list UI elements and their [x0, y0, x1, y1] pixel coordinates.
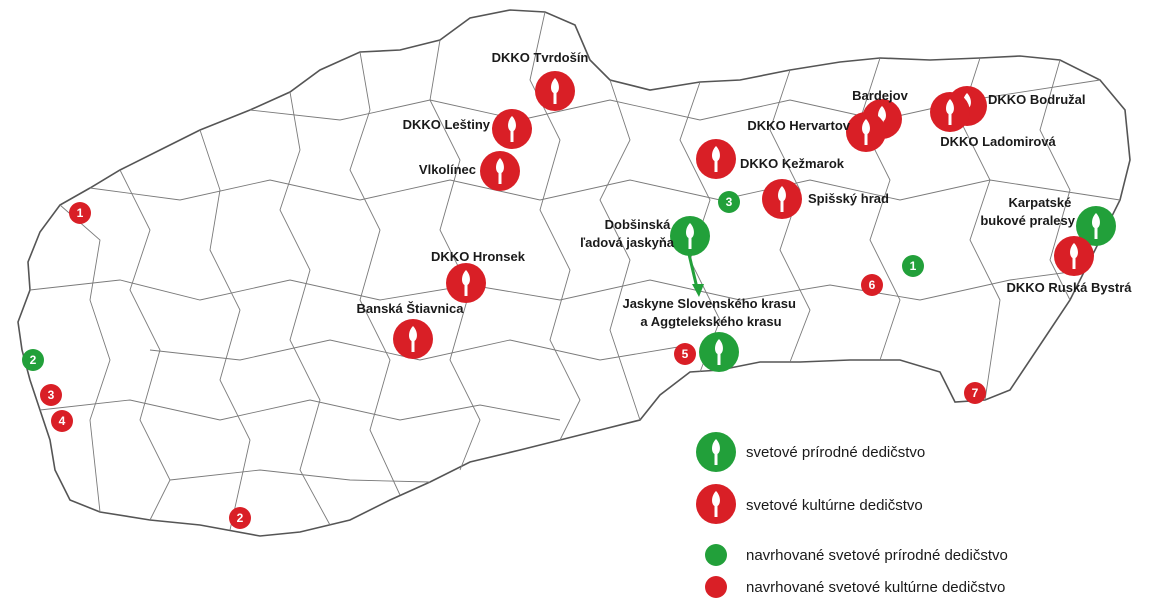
natural-site-karpatske[interactable]: Karpatské bukové pralesy [980, 195, 1116, 246]
site-label: DKKO Bodružal [988, 92, 1086, 107]
cultural-site-kezmarok[interactable]: DKKO Kežmarok [696, 139, 845, 179]
site-label: DKKO Ladomirová [940, 134, 1056, 149]
proposed-natural-3[interactable]: 3 [718, 191, 740, 213]
proposed-number: 3 [726, 195, 733, 209]
legend: svetové prírodné dedičstvo svetové kultú… [696, 432, 1008, 598]
label-line-1: Karpatské [1009, 195, 1072, 210]
site-label: DKKO Tvrdošín [492, 50, 589, 65]
legend-label: navrhované svetové prírodné dedičstvo [746, 547, 1008, 564]
site-label: Karpatské bukové pralesy [980, 195, 1075, 228]
legend-natural: svetové prírodné dedičstvo [696, 432, 925, 472]
site-label: DKKO Kežmarok [740, 156, 845, 171]
cultural-site-hervartov[interactable]: DKKO Hervartov [747, 112, 886, 152]
proposed-number: 2 [237, 511, 244, 525]
cultural-site-ladomirova[interactable]: DKKO Ladomirová [930, 92, 1057, 149]
proposed-cultural-4[interactable]: 4 [51, 410, 73, 432]
proposed-cultural-6[interactable]: 6 [861, 274, 883, 296]
site-label: Bardejov [852, 88, 908, 103]
cultural-site-hronsek[interactable]: DKKO Hronsek [431, 249, 526, 303]
proposed-number: 1 [910, 259, 917, 273]
site-label: Banská Štiavnica [357, 301, 465, 316]
legend-proposed-cultural: navrhované svetové kultúrne dedičstvo [705, 576, 1005, 598]
cultural-site-vlkolinec[interactable]: Vlkolínec [419, 151, 520, 191]
legend-proposed-natural: navrhované svetové prírodné dedičstvo [705, 544, 1008, 566]
dot-marker-icon [705, 544, 727, 566]
proposed-cultural-7[interactable]: 7 [964, 382, 986, 404]
arrow-connector [686, 249, 704, 297]
site-label: Jaskyne Slovenského krasu a Aggtelekskéh… [622, 296, 799, 329]
cultural-site-lestiny[interactable]: DKKO Leštiny [403, 109, 532, 149]
site-label: DKKO Ruská Bystrá [1007, 280, 1133, 295]
proposed-cultural-1[interactable]: 1 [69, 202, 91, 224]
proposed-cultural-2[interactable]: 2 [229, 507, 251, 529]
proposed-number: 3 [48, 388, 55, 402]
proposed-number: 5 [682, 347, 689, 361]
site-label: DKKO Hervartov [747, 118, 850, 133]
site-label: Dobšinská ľadová jaskyňa [580, 217, 675, 250]
site-label: Spišský hrad [808, 191, 889, 206]
legend-label: navrhované svetové kultúrne dedičstvo [746, 579, 1005, 596]
proposed-number: 4 [59, 414, 66, 428]
legend-cultural: svetové kultúrne dedičstvo [696, 484, 923, 524]
legend-label: svetové prírodné dedičstvo [746, 444, 925, 461]
proposed-cultural-3[interactable]: 3 [40, 384, 62, 406]
cultural-site-banska[interactable]: Banská Štiavnica [357, 301, 465, 359]
proposed-cultural-5[interactable]: 5 [674, 343, 696, 365]
site-label: DKKO Leštiny [403, 117, 491, 132]
label-line-1: Dobšinská [605, 217, 672, 232]
label-line-1: Jaskyne Slovenského krasu [622, 296, 795, 311]
site-label: DKKO Hronsek [431, 249, 526, 264]
proposed-number: 2 [30, 353, 37, 367]
proposed-number: 7 [972, 386, 979, 400]
cultural-site-ruska[interactable]: DKKO Ruská Bystrá [1007, 236, 1133, 295]
cultural-site-tvrdosin[interactable]: DKKO Tvrdošín [492, 50, 589, 111]
proposed-number: 6 [869, 278, 876, 292]
natural-site-jaskyne[interactable]: Jaskyne Slovenského krasu a Aggtelekskéh… [622, 296, 799, 372]
cultural-site-spissky[interactable]: Spišský hrad [762, 179, 889, 219]
label-line-2: a Aggtelekského krasu [640, 314, 781, 329]
legend-label: svetové kultúrne dedičstvo [746, 497, 923, 514]
label-line-2: bukové pralesy [980, 213, 1075, 228]
site-label: Vlkolínec [419, 162, 476, 177]
proposed-number: 1 [77, 206, 84, 220]
proposed-natural-2[interactable]: 2 [22, 349, 44, 371]
natural-site-dobsinska[interactable]: Dobšinská ľadová jaskyňa [580, 216, 710, 256]
proposed-natural-1[interactable]: 1 [902, 255, 924, 277]
dot-marker-icon [705, 576, 727, 598]
label-line-2: ľadová jaskyňa [580, 235, 675, 250]
